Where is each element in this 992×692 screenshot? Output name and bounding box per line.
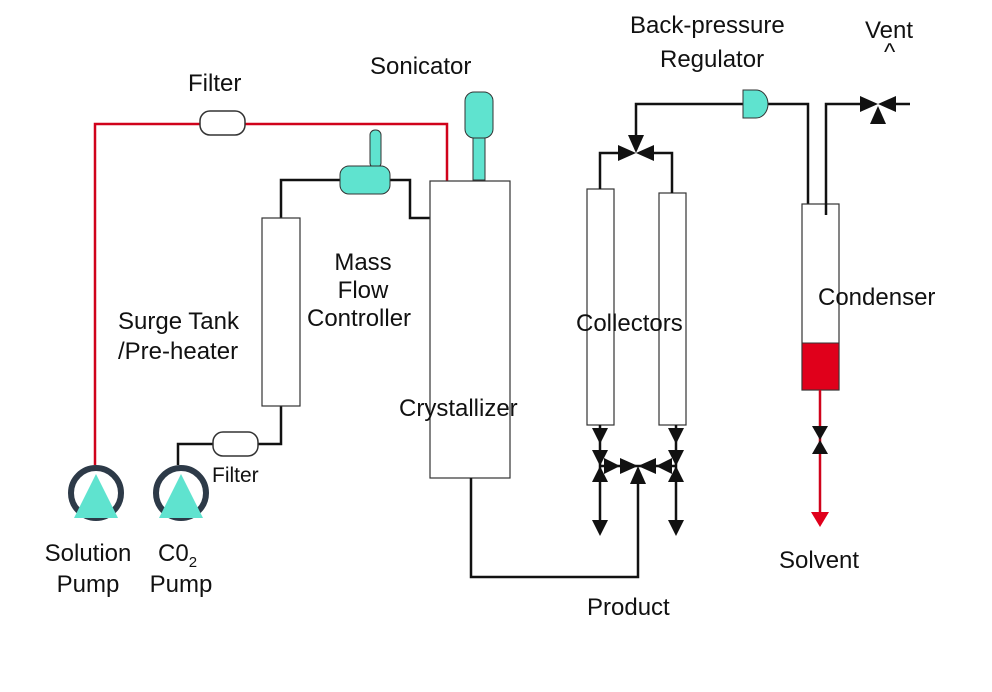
flow-label: Flow [337,277,389,304]
solution-pump-icon [68,465,124,521]
back-pressure-regulator-icon [742,89,769,119]
product-label: Product [587,594,670,621]
top-filter-icon [199,110,246,136]
crystallizer-label: Crystallizer [399,395,518,422]
collectors-label: Collectors [576,310,683,337]
solvent-line [811,390,829,527]
co2-feed-line [176,178,447,465]
co2-pump-label: Pump [149,571,213,598]
vent-line [824,102,910,215]
filter-top-label: Filter [188,70,242,97]
mass-flow-controller-icon [339,129,391,195]
vent-valve-icon [860,96,896,124]
solution-label: Solution [44,540,132,567]
co2-main-text: C0 [158,540,189,567]
mass-label: Mass [334,249,392,276]
bottom-filter-icon [212,431,259,457]
solution-line [93,122,449,465]
co2-subscript: 2 [188,554,198,571]
condenser-label: Condenser [818,284,936,311]
back-pressure-label: Back-pressure [630,12,785,39]
collector-right [658,192,687,426]
vent-label: Vent [865,17,914,44]
co2-label: C02 [158,540,197,571]
solution-pump-label: Pump [56,571,120,598]
vent-caret-label: ^ [884,39,896,66]
filter-bottom-label: Filter [212,464,259,487]
collector-left [586,188,615,426]
solvent-label: Solvent [779,547,860,574]
sonicator-icon [464,91,494,181]
controller-label: Controller [307,305,412,332]
surge-tank-label: Surge Tank [118,308,239,335]
top-three-way-valve-icon [618,135,654,161]
product-line [469,472,640,579]
crystallizer-vessel [429,180,511,479]
collector-bottom-valves-icon [592,428,684,536]
condenser-liquid [801,342,840,391]
co2-pump-icon [153,465,209,521]
surge-tank [261,217,301,407]
sonicator-label: Sonicator [370,53,472,80]
regulator-label: Regulator [660,46,765,73]
pre-heater-label: /Pre-heater [118,338,239,365]
